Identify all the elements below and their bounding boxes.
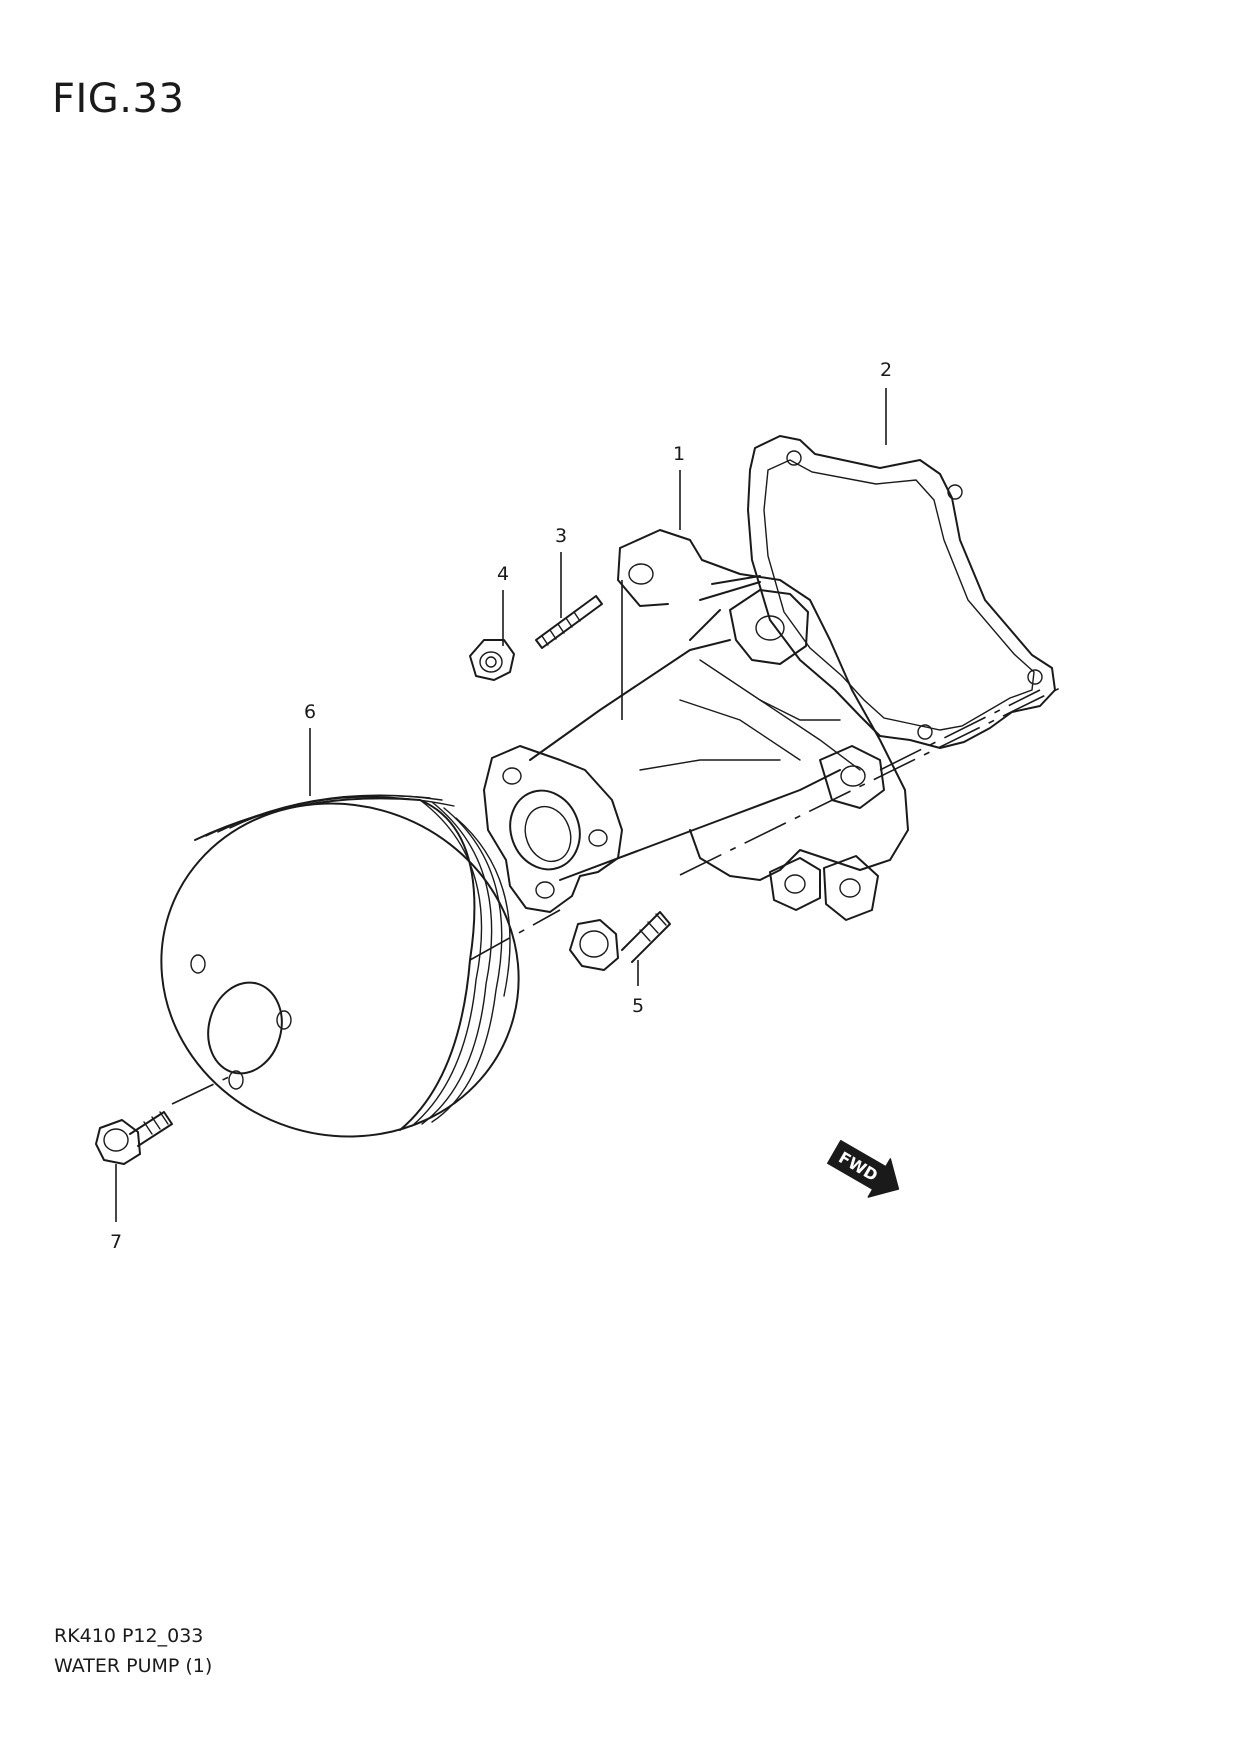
pump-bolt-part[interactable] (569, 911, 671, 971)
assembly-centerline-bolt (171, 1073, 236, 1105)
figure-title: FIG.33 (52, 76, 185, 122)
flange-nut-part[interactable] (469, 639, 515, 681)
callout-7: 7 (110, 1231, 122, 1253)
pulley-bolt-part[interactable] (95, 1111, 173, 1165)
assembly-centerline-stud (679, 687, 1061, 876)
callout-4: 4 (497, 563, 509, 585)
water-pump-body-part[interactable] (483, 529, 909, 921)
callout-1: 1 (673, 443, 685, 465)
callout-5: 5 (632, 995, 644, 1017)
callout-2: 2 (880, 359, 892, 381)
callout-3: 3 (555, 525, 567, 547)
callout-6: 6 (304, 701, 316, 723)
drawing-code: RK410 P12_033 (54, 1625, 204, 1647)
assembly-centerline-pulley (469, 909, 561, 961)
water-pump-pulley-part[interactable] (118, 757, 562, 1182)
assembly-centerline-gasket (879, 689, 1041, 771)
gasket-part[interactable] (747, 435, 1056, 749)
forward-arrow-icon: FWD (827, 1139, 900, 1198)
drawing-name: WATER PUMP (1) (54, 1655, 213, 1677)
stud-bolt-part[interactable] (535, 595, 603, 649)
